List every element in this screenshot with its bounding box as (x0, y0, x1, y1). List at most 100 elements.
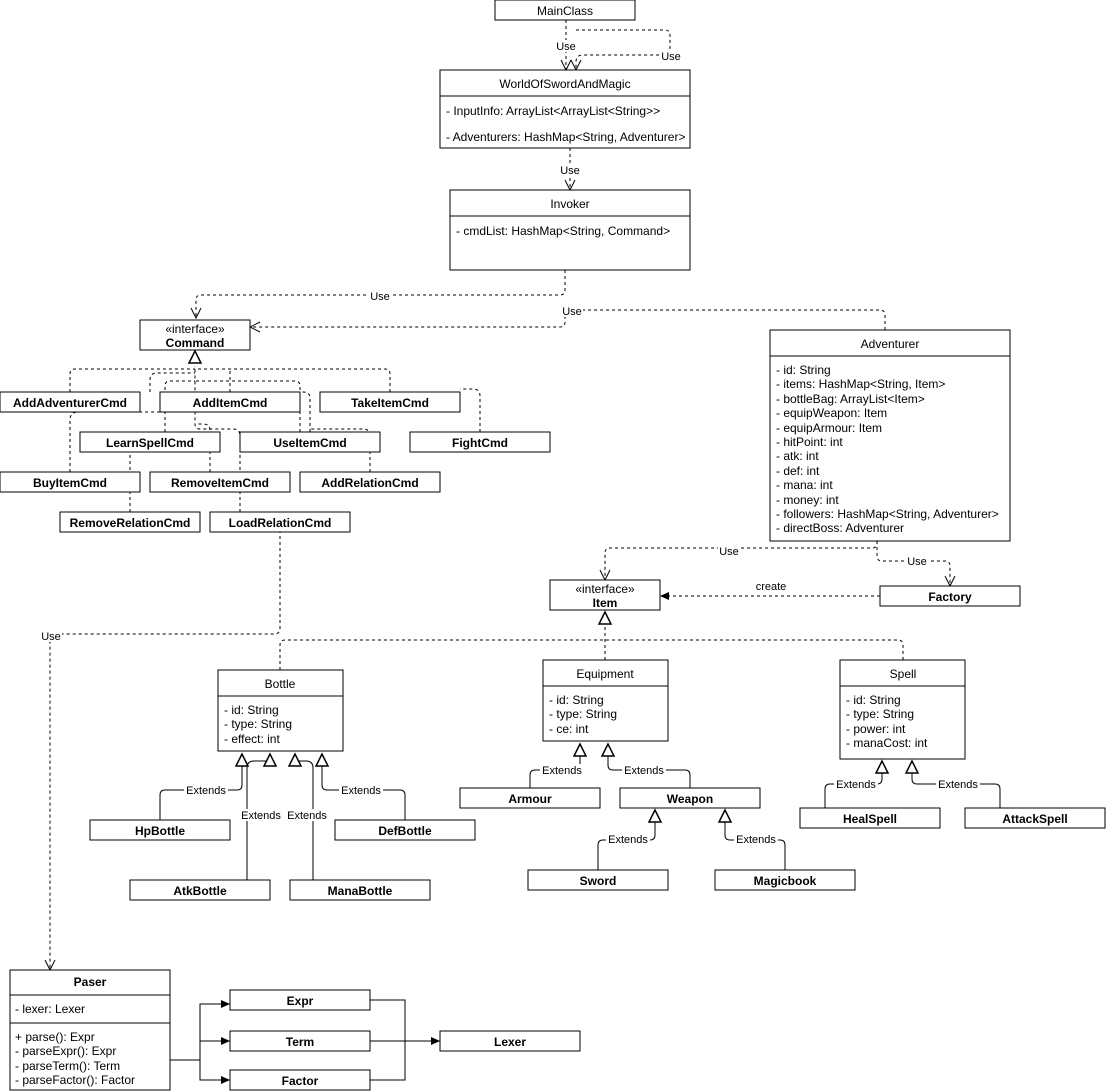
class-adventurer[interactable]: Adventurer - id: String - items: HashMap… (769, 329, 1011, 542)
command-use-item[interactable]: UseItemCmd (239, 431, 381, 453)
command-fight[interactable]: FightCmd (409, 431, 551, 453)
class-name: BuyItemCmd (33, 476, 107, 490)
class-name: RemoveItemCmd (171, 476, 269, 490)
command-add-adventurer[interactable]: AddAdventurerCmd (0, 391, 141, 413)
class-mana-bottle[interactable]: ManaBottle (289, 879, 431, 901)
class-name: HealSpell (843, 812, 897, 826)
command-learn-spell[interactable]: LearnSpellCmd (79, 431, 221, 453)
class-world[interactable]: WorldOfSwordAndMagic - InputInfo: ArrayL… (439, 69, 691, 149)
method: - parseExpr(): Expr (15, 1044, 116, 1058)
class-heal-spell[interactable]: HealSpell (799, 807, 941, 829)
extends-label: Extends (287, 810, 327, 822)
class-invoker[interactable]: Invoker - cmdList: HashMap<String, Comma… (449, 189, 691, 271)
field: - ce: int (549, 722, 589, 736)
class-name: AddRelationCmd (321, 476, 418, 490)
extends-label: Extends (542, 765, 582, 777)
command-add-item[interactable]: AddItemCmd (159, 391, 301, 413)
class-term[interactable]: Term (229, 1030, 371, 1052)
class-expr[interactable]: Expr (229, 989, 371, 1011)
field: - id: String (549, 693, 604, 707)
class-name: HpBottle (135, 824, 185, 838)
class-name: Bottle (265, 677, 296, 691)
class-factor[interactable]: Factor (229, 1069, 371, 1091)
class-name: Term (286, 1035, 314, 1049)
field: - mana: int (776, 478, 833, 492)
extends-label: Extends (736, 834, 776, 846)
field: - money: int (776, 493, 839, 507)
create-label: create (756, 581, 787, 593)
class-lexer[interactable]: Lexer (439, 1030, 581, 1052)
command-buy-item[interactable]: BuyItemCmd (0, 471, 141, 493)
class-name: Paser (74, 975, 107, 989)
class-def-bottle[interactable]: DefBottle (334, 819, 476, 841)
class-name: Command (166, 336, 225, 350)
use-label: Use (370, 291, 390, 303)
method: + parse(): Expr (15, 1030, 95, 1044)
class-factory[interactable]: Factory (879, 585, 1021, 607)
class-sword[interactable]: Sword (527, 869, 669, 891)
field: - effect: int (224, 732, 280, 746)
field: - equipArmour: Item (776, 421, 882, 435)
extends-label: Extends (836, 779, 876, 791)
class-atk-bottle[interactable]: AtkBottle (129, 879, 271, 901)
field: - type: String (549, 707, 617, 721)
extends-label: Extends (624, 765, 664, 777)
field: - id: String (224, 703, 279, 717)
class-attack-spell[interactable]: AttackSpell (964, 807, 1106, 829)
interface-item[interactable]: «interface» Item (549, 579, 661, 611)
command-add-relation[interactable]: AddRelationCmd (299, 471, 441, 493)
stereotype: «interface» (165, 322, 225, 336)
command-remove-item[interactable]: RemoveItemCmd (149, 471, 291, 493)
command-take-item[interactable]: TakeItemCmd (319, 391, 461, 413)
field: - power: int (846, 722, 906, 736)
class-magicbook[interactable]: Magicbook (714, 869, 856, 891)
class-name: Equipment (576, 667, 634, 681)
class-armour[interactable]: Armour (459, 787, 601, 809)
class-name: FightCmd (452, 436, 508, 450)
field: - cmdList: HashMap<String, Command> (456, 224, 670, 238)
class-hp-bottle[interactable]: HpBottle (89, 819, 231, 841)
class-name: Expr (287, 994, 314, 1008)
command-remove-relation[interactable]: RemoveRelationCmd (59, 511, 201, 533)
use-label: Use (41, 631, 61, 643)
method: - parseFactor(): Factor (15, 1073, 135, 1087)
command-load-relation[interactable]: LoadRelationCmd (209, 511, 351, 533)
connectors (50, 20, 1001, 1084)
class-name: RemoveRelationCmd (70, 516, 191, 530)
class-spell[interactable]: Spell - id: String - type: String - powe… (839, 659, 966, 760)
class-bottle[interactable]: Bottle - id: String - type: String - eff… (217, 669, 344, 752)
class-name: DefBottle (378, 824, 432, 838)
use-label: Use (661, 51, 681, 63)
class-name: Invoker (550, 197, 589, 211)
class-name: Weapon (667, 792, 713, 806)
class-mainclass[interactable]: MainClass (494, 0, 636, 21)
field: - Adventurers: HashMap<String, Adventure… (446, 130, 685, 144)
class-equipment[interactable]: Equipment - id: String - type: String - … (542, 659, 669, 742)
stereotype: «interface» (575, 582, 635, 596)
class-name: Factory (928, 590, 972, 604)
method: - parseTerm(): Term (15, 1059, 120, 1073)
field: - equipWeapon: Item (776, 406, 887, 420)
use-label: Use (907, 556, 927, 568)
class-name: Spell (890, 667, 917, 681)
class-name: AddAdventurerCmd (13, 396, 127, 410)
field: - type: String (846, 707, 914, 721)
interface-command[interactable]: «interface» Command (139, 319, 251, 351)
field: - hitPoint: int (776, 435, 843, 449)
class-name: ManaBottle (328, 884, 393, 898)
use-label: Use (560, 165, 580, 177)
class-weapon[interactable]: Weapon (619, 787, 761, 809)
class-name: AttackSpell (1002, 812, 1067, 826)
class-name: LoadRelationCmd (229, 516, 332, 530)
field: - items: HashMap<String, Item> (776, 377, 945, 391)
class-name: TakeItemCmd (351, 396, 429, 410)
use-label: Use (556, 41, 576, 53)
field: - followers: HashMap<String, Adventurer> (776, 507, 999, 521)
class-name: Armour (508, 792, 552, 806)
class-paser[interactable]: Paser - lexer: Lexer + parse(): Expr - p… (9, 969, 171, 1091)
class-name: Magicbook (754, 874, 817, 888)
extends-label: Extends (186, 785, 226, 797)
field: - lexer: Lexer (15, 1002, 85, 1016)
class-name: WorldOfSwordAndMagic (499, 77, 630, 91)
connector-labels: Use Use Use Use Use Use Use Use create E… (40, 40, 980, 846)
